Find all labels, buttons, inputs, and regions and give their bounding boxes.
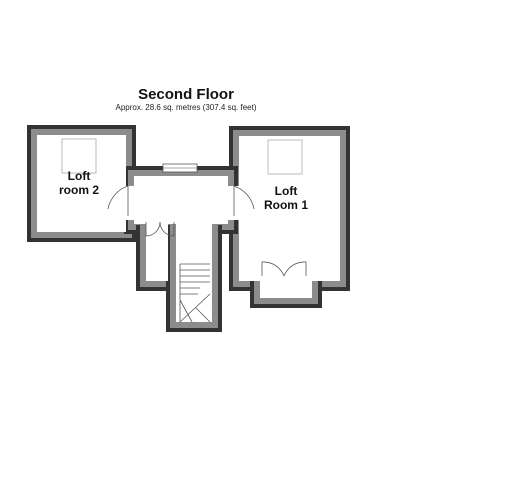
floor-area-text: Approx. 28.6 sq. metres (307.4 sq. feet) xyxy=(115,103,257,112)
loft-room-1-floor xyxy=(239,136,340,281)
lobby-floor xyxy=(146,222,168,281)
landing-window xyxy=(162,163,198,173)
double-door-lobby xyxy=(145,221,175,237)
room-label-loft-room-2-line1: Loft xyxy=(68,169,91,183)
door-loft-room-2 xyxy=(107,185,129,216)
skylight-loft-room-1 xyxy=(267,139,303,175)
floors xyxy=(37,135,340,322)
double-door-bay xyxy=(261,261,307,277)
landing-floor xyxy=(134,176,228,224)
door-loft-room-1 xyxy=(233,185,255,216)
loft-room-2-floor xyxy=(37,135,126,232)
room-label-loft-room-1-line2: Room 1 xyxy=(264,198,308,212)
floor-title: Second Floor xyxy=(138,86,234,103)
stairwell-floor xyxy=(176,222,212,322)
skylight-loft-room-2 xyxy=(61,138,97,174)
bay-floor xyxy=(260,276,312,298)
room-label-loft-room-2-line2: room 2 xyxy=(59,183,99,197)
staircase xyxy=(179,263,211,323)
room-label-loft-room-1-line1: Loft xyxy=(275,184,298,198)
